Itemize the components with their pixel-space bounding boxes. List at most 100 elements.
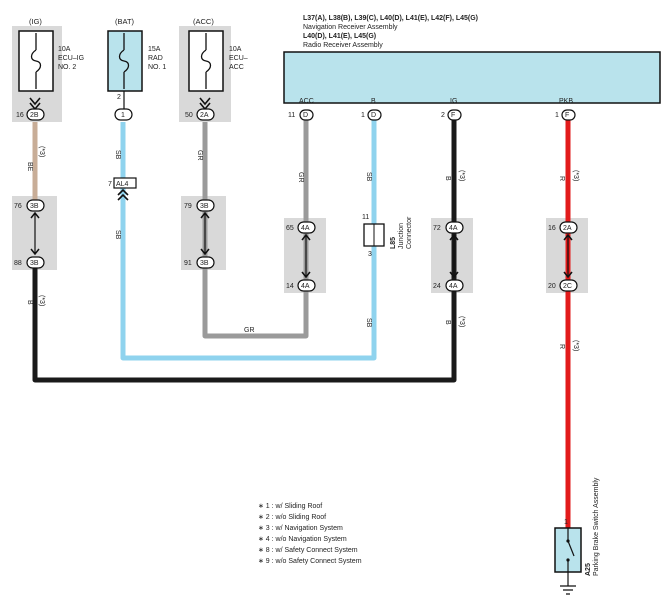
terminal-conn: D (371, 112, 376, 119)
junction-bot-conn: 3B (200, 260, 209, 267)
junction-pin: 7 (108, 181, 112, 188)
note-line: ∗ 2 : w/o Sliding Roof (258, 514, 326, 521)
junction-top-pin: 16 (548, 225, 556, 232)
note-line: ∗ 3 : w/ Navigation System (258, 525, 343, 532)
junction-bot-conn: 4A (301, 283, 310, 290)
note-line: ∗ 1 : w/ Sliding Roof (258, 503, 322, 510)
note-line: ∗ 9 : w/o Safety Connect System (258, 558, 362, 565)
wire-sb-bat (120, 118, 377, 361)
wire-label: B (444, 320, 451, 325)
wire-label: SB (114, 150, 121, 160)
junction-top-pin: 79 (184, 203, 192, 210)
jc-name-line2: Connector (406, 216, 413, 249)
connector-pin: 16 (16, 112, 24, 119)
connector-oval (114, 108, 133, 121)
module-title-2: Navigation Receiver Assembly (303, 24, 398, 31)
junction-top-pin: 72 (433, 225, 441, 232)
terminal-label-ig: IG (450, 98, 457, 105)
connector-oval (367, 109, 382, 121)
wire-note: (*3) (458, 316, 465, 327)
fuse-name-line2: ACC (229, 64, 244, 71)
connector-oval (445, 221, 464, 234)
terminal-pin: 1 (361, 112, 365, 119)
connector-pin: 50 (185, 112, 193, 119)
connector-oval (297, 221, 316, 234)
fuse-source-label: (ACC) (193, 17, 214, 26)
fuse-acc: (ACC) 10A ECU– ACC 50 (185, 17, 248, 119)
terminal-conn: F (565, 112, 569, 119)
switch-blade-icon (567, 540, 575, 557)
junction-top-conn: 3B (30, 203, 39, 210)
junction-conn: AL4 (116, 181, 129, 188)
junction-top-pin: 76 (14, 203, 22, 210)
fuse-connectors: 2B 1 2A (26, 91, 215, 121)
terminal-label-b: B (371, 98, 376, 105)
wire-label: B (26, 300, 33, 305)
terminal-pin: 1 (555, 112, 559, 119)
fuse-name-line2: NO. 2 (58, 64, 76, 71)
module-title-1: L37(A), L38(B), L39(C), L40(D), L41(E), … (303, 15, 478, 22)
fuse-rating: 10A (229, 46, 242, 53)
wire-labels: BE (*3) B (*3) SB SB GR GR GR SB SB B (*… (26, 146, 579, 351)
fuse-source-label: (IG) (29, 17, 42, 26)
junction-top-conn: 4A (301, 225, 310, 232)
double-arrow-icon (449, 233, 459, 279)
chevron-up-icon (117, 188, 129, 201)
wire-note: (*3) (572, 170, 579, 181)
connector-oval (299, 109, 314, 121)
junction-4: 65 4A 14 4A (286, 221, 316, 292)
switch-name: Parking Brake Switch Assembly (593, 477, 600, 576)
junction-connector-l85: 11 3 L85 Junction Connector (362, 214, 413, 258)
connector-oval (559, 279, 578, 292)
connector-code: 1 (121, 112, 125, 119)
double-arrow-icon (563, 233, 573, 279)
module-title-3: L40(D), L41(E), L45(G) (303, 33, 376, 40)
wire-note: (*3) (458, 170, 465, 181)
connector-code: 2A (200, 112, 209, 119)
junction-3: 79 3B 91 3B (184, 199, 215, 269)
connector-oval (196, 199, 215, 212)
wire-label: B (444, 176, 451, 181)
wire-label: BE (26, 162, 33, 172)
parking-brake-switch: 1 A25 Parking Brake Switch Assembly (554, 477, 600, 595)
wire-note: (*3) (572, 340, 579, 351)
terminal-pin: 2 (441, 112, 445, 119)
junction-top-conn: 4A (449, 225, 458, 232)
wire-label: SB (365, 172, 372, 182)
terminal-pin: 11 (288, 112, 295, 119)
connector-rect (113, 177, 137, 189)
jc-bottom-pin: 3 (368, 251, 372, 258)
junction-6: 72 4A 24 4A (433, 221, 464, 292)
fuse-name-line2: NO. 1 (148, 64, 166, 71)
junction-bot-conn: 2C (563, 283, 572, 290)
connector-oval (297, 279, 316, 292)
fuse-name-line1: RAD (148, 55, 163, 62)
double-arrow-icon (30, 211, 40, 256)
fuse-bat: (BAT) 15A RAD NO. 1 2 (107, 17, 166, 101)
receiver-assembly: L37(A), L38(B), L39(C), L40(D), L41(E), … (283, 15, 661, 121)
fuse-rating: 15A (148, 46, 161, 53)
fuse-ig: (IG) 10A ECU–IG NO. 2 16 (16, 17, 84, 119)
junction-bot-pin: 20 (548, 283, 556, 290)
junction-top-conn: 2A (563, 225, 572, 232)
connector-oval (26, 199, 45, 212)
wire-label: GR (297, 172, 304, 183)
connector-oval (26, 256, 45, 269)
fuse-source-label: (BAT) (115, 17, 135, 26)
switch-pin: 1 (564, 519, 568, 526)
junction-top-conn: 3B (200, 203, 209, 210)
wire-label: GR (244, 327, 255, 334)
wire-label: R (558, 344, 565, 349)
junction-bot-pin: 88 (14, 260, 22, 267)
ground-icon (560, 585, 576, 595)
connector-pin-above: 2 (117, 94, 121, 101)
junction-bot-pin: 91 (184, 260, 192, 267)
wire-label: SB (365, 318, 372, 328)
connector-code: 2B (30, 112, 39, 119)
fuse-name-line1: ECU–IG (58, 55, 84, 62)
notes: ∗ 1 : w/ Sliding Roof ∗ 2 : w/o Sliding … (258, 503, 362, 565)
connector-oval (559, 221, 578, 234)
wire-label: GR (196, 150, 203, 161)
fuse-icon (118, 33, 130, 89)
